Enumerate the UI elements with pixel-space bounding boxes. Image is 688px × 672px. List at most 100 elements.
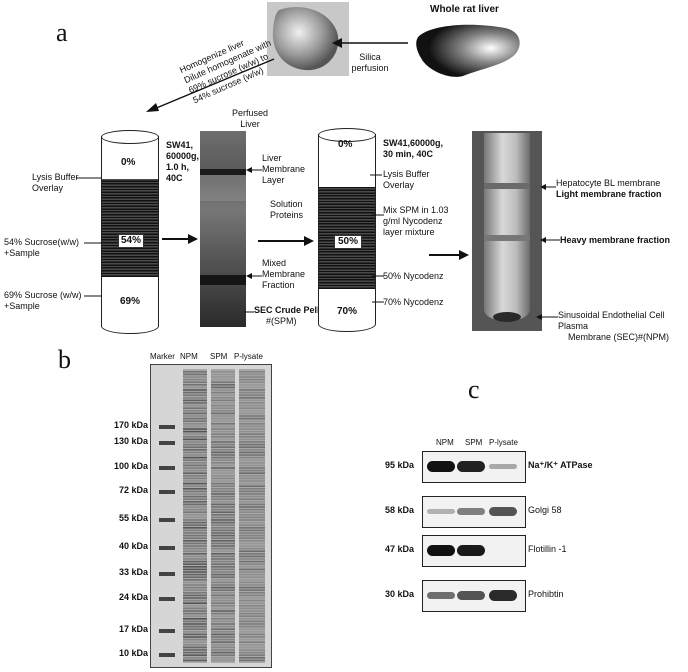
gel-band [183,625,207,628]
gel-band [239,488,265,490]
gel-band [211,373,235,376]
gel-marker-label: 100 kDa [113,461,148,471]
gel-band [183,589,207,591]
gel-band [239,430,265,433]
marker-band [159,518,175,522]
gel-band [211,436,235,438]
gel-band [183,433,207,435]
gel-lane [183,369,207,663]
gel-band [183,657,207,659]
gel-band [211,589,235,591]
gel-band [239,508,265,511]
gel-band [239,649,265,651]
blot-band [427,461,455,472]
gel-band [211,501,235,503]
gel-band [211,498,235,500]
gel-band [183,420,207,422]
gel-band [239,560,265,563]
gel-band [239,397,265,399]
marker-band [159,466,175,470]
blot-protein-label: Golgi 58 [528,505,562,515]
gel-band [211,480,235,482]
gel-band [239,519,265,521]
gel-band [239,651,265,654]
gel-lane [239,369,265,663]
gel-band [211,566,235,568]
gel-band [183,423,207,425]
tube1-top-percent: 0% [121,157,136,168]
gel-band [211,430,235,433]
tube1-bot-percent: 69% [120,296,141,307]
gel-band [183,371,207,373]
gel-band [211,397,235,399]
gel-band [211,597,235,599]
gel-band [211,449,235,451]
gel-band [211,451,235,454]
blot-protein-label: Na⁺/K⁺ ATPase [528,460,593,470]
gel-band [239,612,265,615]
gel-band [183,623,207,625]
sinusoidal-sec-label: Sinusoidal Endothelial Cell Plasma Membr… [558,310,670,342]
marker-band [159,441,175,445]
gel-band [183,514,207,516]
gel-band [183,553,207,555]
gel-band [183,599,207,602]
gel-band [183,381,207,383]
gel-band [239,527,265,529]
gel-band [211,620,235,623]
gel-band [211,599,235,602]
gel-band [239,521,265,524]
gel-band [211,420,235,422]
tube-photo-1 [200,131,246,327]
tube2-top-percent: 0% [338,139,353,150]
gel-band [239,462,265,464]
gel-band [183,436,207,438]
gel-band [239,412,265,415]
gel-band [239,638,265,641]
gel-band [239,524,265,526]
gel-band [183,568,207,571]
gel-band [239,482,265,485]
tube2-mix-pointer [372,214,384,216]
gel-band [239,534,265,537]
gel-band [239,433,265,435]
gel-band [183,441,207,443]
blot-strip [422,580,526,612]
gel-band [183,501,207,503]
marker-band [159,653,175,657]
gel-band [239,402,265,404]
nycodenz-50-pointer [372,275,384,277]
gel-band [211,615,235,617]
gel-band [211,404,235,407]
gel-band [183,579,207,581]
gel-band [211,441,235,443]
gel-band [211,469,235,472]
tube1-spin-conditions: SW41,60000g, 1.0 h,40C [166,140,200,183]
gel-band [211,568,235,571]
gel-band [239,485,265,487]
blot-band [489,590,517,601]
gel-band [239,511,265,513]
gel-band [211,605,235,607]
gel-band [211,651,235,654]
gel-band [239,381,265,383]
gel-marker-label: 40 kDa [118,541,148,551]
gel-band [211,553,235,555]
gel-band [183,449,207,451]
blot-kda-label: 47 kDa [385,544,415,554]
gel-band [239,537,265,539]
gel-band [239,467,265,469]
hepatocyte-pointer [540,184,556,190]
gel-band [239,584,265,586]
gel-band [211,410,235,412]
gel-band [211,391,235,394]
gel-band [239,456,265,459]
arrow-photo1-tube2 [258,236,314,246]
gel-band [183,618,207,620]
gel-band [211,537,235,539]
gel-band [183,641,207,643]
gel-band [239,610,265,612]
gel-band [183,430,207,433]
homogenize-arrow [146,58,275,112]
